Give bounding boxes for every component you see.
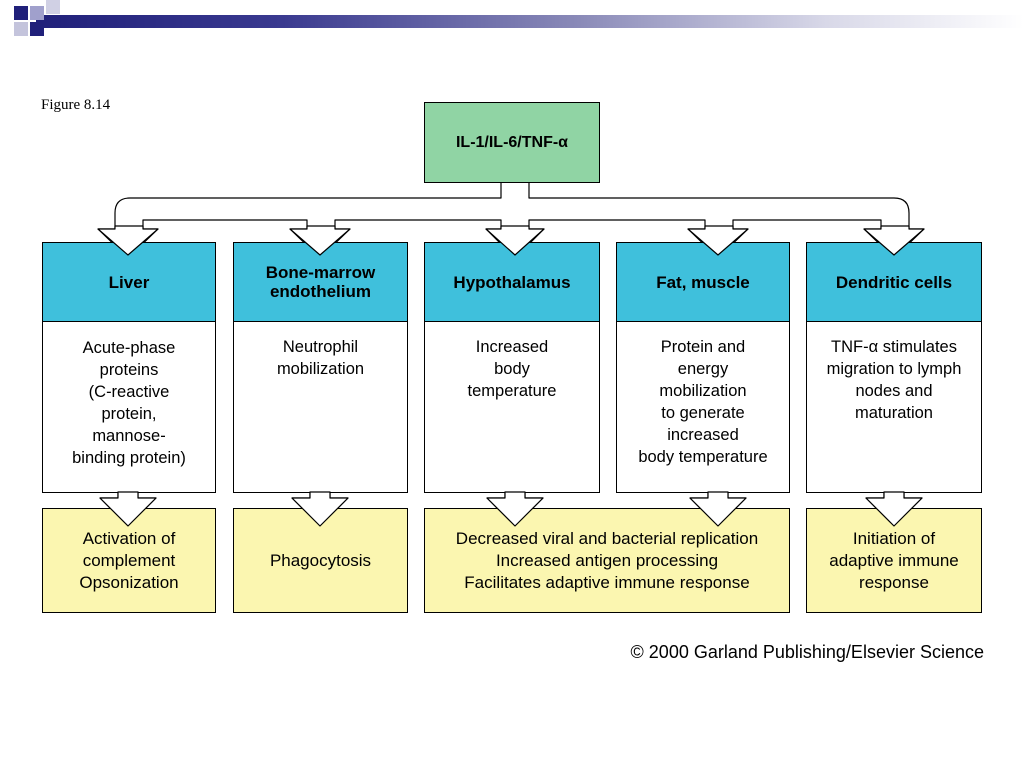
cytokine-box: IL-1/IL-6/TNF-α <box>424 102 600 183</box>
banner-square <box>46 0 60 14</box>
effect-fat-muscle: Protein and energy mobilization to gener… <box>616 321 790 493</box>
outcome-bone-marrow: Phagocytosis <box>233 508 408 613</box>
target-header-dendritic-cells: Dendritic cells <box>806 242 982 322</box>
figure-label: Figure 8.14 <box>41 97 111 113</box>
banner-gradient-bar <box>36 15 1024 28</box>
slide-banner <box>0 0 1024 40</box>
target-header-fat-muscle: Fat, muscle <box>616 242 790 322</box>
copyright-credit: © 2000 Garland Publishing/Elsevier Scien… <box>630 642 984 662</box>
effect-liver: Acute-phase proteins (C-reactive protein… <box>42 321 216 493</box>
outcome-dendritic-cells: Initiation of adaptive immune response <box>806 508 982 613</box>
banner-square <box>30 22 44 36</box>
outcome-shared: Decreased viral and bacterial replicatio… <box>424 508 790 613</box>
effect-hypothalamus: Increased body temperature <box>424 321 600 493</box>
target-header-hypothalamus: Hypothalamus <box>424 242 600 322</box>
effect-dendritic-cells: TNF-α stimulates migration to lymph node… <box>806 321 982 493</box>
banner-square <box>14 6 28 20</box>
banner-square <box>30 6 44 20</box>
target-header-bone-marrow: Bone-marrow endothelium <box>233 242 408 322</box>
target-header-liver: Liver <box>42 242 216 322</box>
banner-square <box>14 22 28 36</box>
effect-bone-marrow: Neutrophil mobilization <box>233 321 408 493</box>
outcome-liver: Activation of complement Opsonization <box>42 508 216 613</box>
